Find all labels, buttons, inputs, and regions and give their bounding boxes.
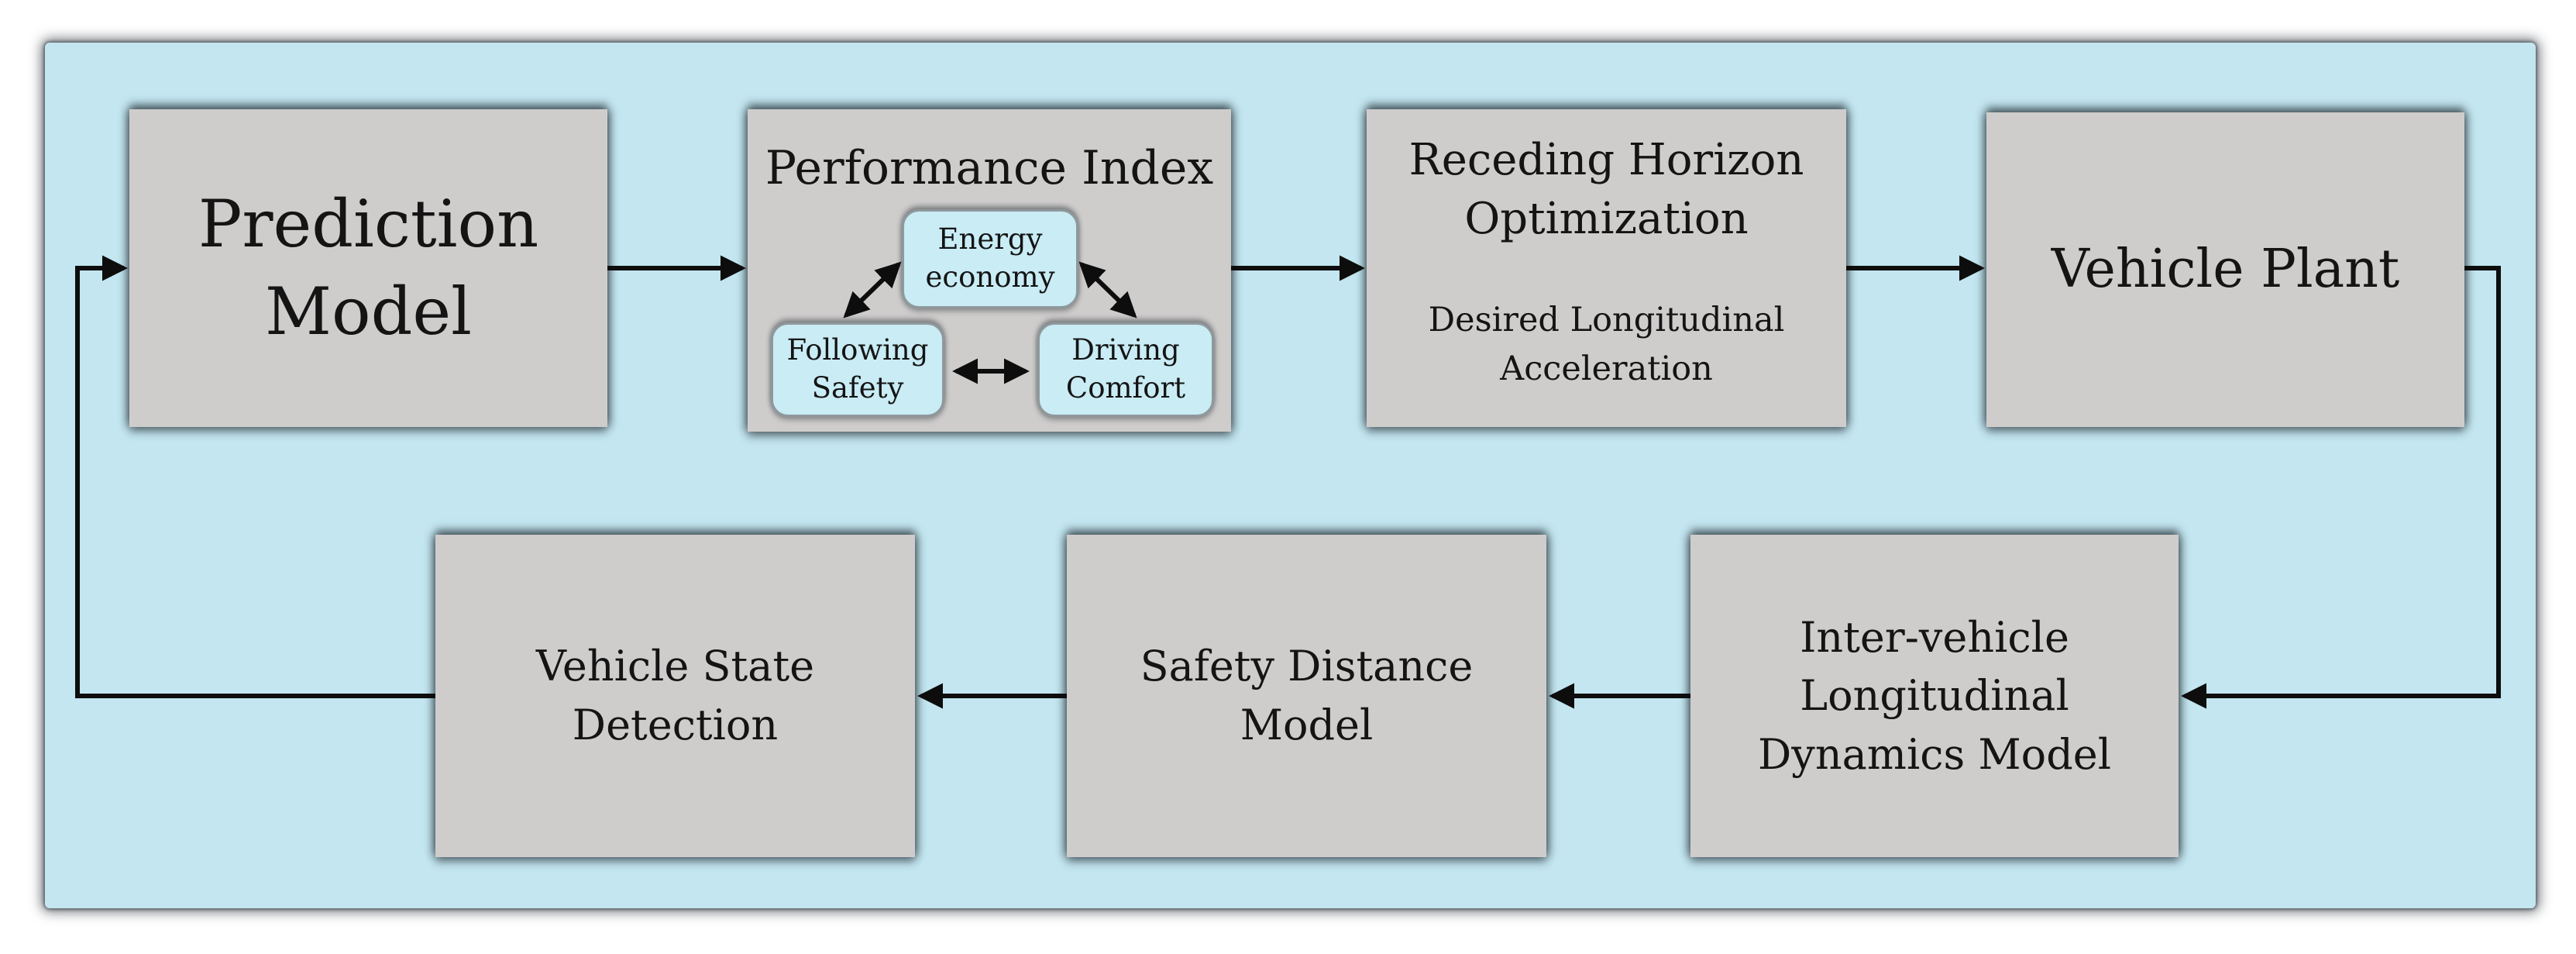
prediction-model-box: Prediction Model [129,109,607,427]
safety-distance-model-box: Safety Distance Model [1067,535,1546,857]
following-safety-label: Following Safety [786,333,929,405]
energy-economy-box: Energy economy [902,209,1078,308]
safety-distance-model-label: Safety Distance Model [1140,642,1474,749]
vehicle-plant-box: Vehicle Plant [1986,112,2464,427]
receding-horizon-title: Receding Horizon Optimization [1408,135,1804,244]
inter-vehicle-dynamics-box: Inter-vehicle Longitudinal Dynamics Mode… [1690,535,2179,857]
vehicle-state-detection-label: Vehicle State Detection [535,642,815,749]
following-safety-box: Following Safety [771,322,944,417]
vehicle-state-detection-box: Vehicle State Detection [435,535,915,857]
desired-longitudinal-acceleration-label: Desired Longitudinal Acceleration [1428,301,1785,388]
performance-index-title: Performance Index [765,141,1214,195]
energy-economy-label: Energy economy [925,222,1055,294]
driving-comfort-box: Driving Comfort [1037,322,1214,417]
prediction-model-label: Prediction Model [198,185,539,350]
driving-comfort-label: Driving Comfort [1065,333,1186,405]
vehicle-plant-label: Vehicle Plant [2051,239,2400,301]
inter-vehicle-dynamics-label: Inter-vehicle Longitudinal Dynamics Mode… [1758,612,2111,779]
receding-horizon-box: Receding Horizon Optimization Desired Lo… [1367,109,1846,427]
